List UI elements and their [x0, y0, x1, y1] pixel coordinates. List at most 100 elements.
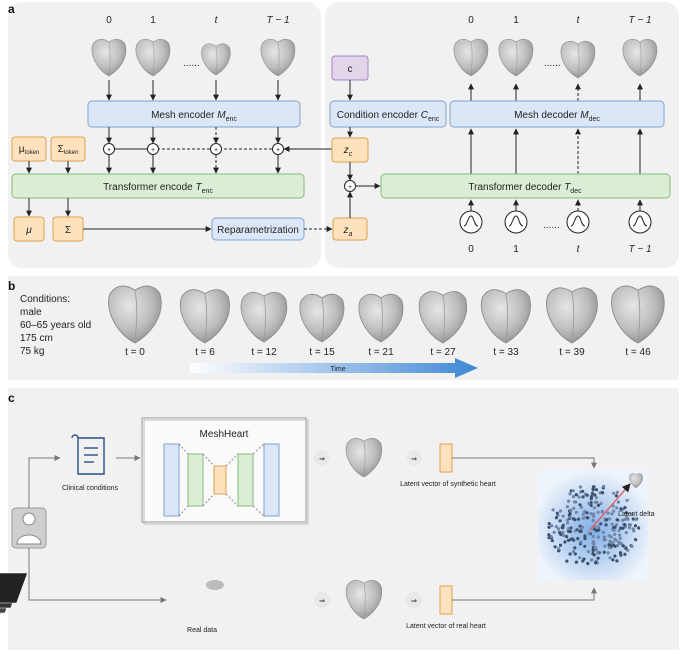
latent-point — [625, 515, 629, 519]
sigma-label: Σ — [65, 225, 71, 236]
dec-frame-label-0: 0 — [468, 15, 474, 26]
latent-point — [591, 552, 595, 556]
latent-point — [561, 523, 565, 527]
latent-point — [577, 495, 581, 499]
mu-box — [13, 216, 45, 242]
condition-encoder-box — [329, 100, 447, 128]
enc-frame-label-1: 1 — [150, 15, 156, 26]
panel-a-label: a — [8, 2, 15, 16]
latent-point — [610, 512, 614, 516]
latent-point — [594, 496, 599, 500]
latent-point — [612, 491, 616, 495]
noise-label-0: 0 — [468, 244, 474, 255]
latent-point — [589, 503, 593, 507]
latent-point — [630, 512, 634, 517]
latent-point — [619, 553, 623, 557]
latent-point — [608, 556, 612, 560]
latent-point — [615, 523, 619, 527]
latent-point — [596, 551, 600, 555]
svg-text:+: + — [107, 147, 111, 154]
latent-point — [594, 528, 599, 533]
latent-point — [602, 538, 606, 542]
latent-point — [625, 498, 629, 502]
latent-point — [599, 522, 603, 526]
latent-point — [573, 518, 577, 522]
latent-point — [579, 529, 583, 533]
enc-frame-label-last: T − 1 — [266, 15, 289, 26]
noise-dots: ...... — [543, 220, 560, 231]
time-label-6: t = 6 — [195, 347, 215, 358]
svg-text:⇒: ⇒ — [319, 598, 325, 605]
condition-c-label: c — [348, 64, 353, 75]
latent-point — [618, 536, 622, 541]
latent-point — [571, 489, 575, 493]
latent-point — [558, 543, 563, 547]
latent-point — [624, 511, 629, 515]
latent-point — [583, 544, 587, 548]
mesh-decoder-box — [449, 100, 665, 128]
dec-frame-label-last: T − 1 — [628, 15, 651, 26]
latent-point — [602, 535, 606, 539]
latent-point — [591, 485, 596, 489]
latent-point — [612, 528, 616, 532]
latent-point — [547, 533, 551, 537]
latent-point — [581, 489, 585, 493]
latent-point — [615, 559, 619, 563]
dec-plus-node: + — [344, 180, 356, 192]
latent-vector-real — [439, 585, 453, 615]
meshheart-title: MeshHeart — [200, 429, 249, 440]
latent-point — [555, 511, 559, 515]
latent-point — [623, 552, 627, 556]
latent-point — [599, 501, 603, 506]
latent-point — [579, 505, 584, 509]
latent-point — [554, 525, 558, 529]
latent-point — [602, 550, 606, 554]
sigma-token-label: Σtoken — [58, 144, 79, 156]
latent-point — [579, 526, 583, 530]
latent-point — [605, 518, 609, 522]
arrow-icon-real-2: ⇒ — [406, 592, 422, 608]
latent-point — [551, 508, 555, 512]
latent-point — [568, 492, 572, 496]
latent-point — [574, 510, 578, 514]
latent-point — [587, 501, 591, 506]
mu-token-box — [11, 136, 47, 162]
latent-point — [591, 534, 596, 539]
latent-point — [573, 529, 577, 533]
noise-icon-1 — [504, 210, 528, 234]
transformer-encode-box — [11, 173, 305, 199]
latent-point — [632, 529, 636, 533]
svg-text:⇒: ⇒ — [411, 456, 417, 463]
meshheart-layer-2 — [187, 453, 204, 507]
latent-point — [594, 488, 599, 492]
real-data-label: Real data — [187, 627, 217, 634]
enc-frame-label-0: 0 — [106, 15, 112, 26]
panel-b-label: b — [8, 279, 15, 293]
transformer-decoder-box — [380, 173, 671, 199]
time-label-21: t = 21 — [368, 347, 394, 358]
noise-icon-last — [628, 210, 652, 234]
latent-point — [623, 506, 627, 510]
latent-point — [562, 533, 566, 538]
latent-point — [574, 493, 578, 497]
latent-delta-arrow — [589, 483, 631, 531]
latent-point — [590, 494, 594, 499]
user-icon — [11, 507, 47, 549]
latent-point — [619, 507, 623, 511]
enc-dots: ...... — [183, 58, 200, 69]
latent-point — [600, 491, 605, 495]
conditions-title: Conditions: — [20, 294, 70, 305]
mesh-encoder-box — [87, 100, 301, 128]
latent-point — [633, 524, 638, 528]
arrow-icon-synth-2: ⇒ — [406, 450, 422, 466]
latent-point — [550, 539, 554, 543]
latent-point — [631, 517, 635, 521]
enc-plus-0: + — [103, 143, 115, 155]
latent-point — [566, 529, 571, 533]
latent-point — [613, 532, 617, 537]
panel-a-right-bg — [325, 2, 679, 268]
time-label-0: t = 0 — [125, 347, 145, 358]
latent-point — [627, 526, 632, 530]
latent-point — [617, 529, 621, 533]
latent-point — [583, 534, 587, 538]
